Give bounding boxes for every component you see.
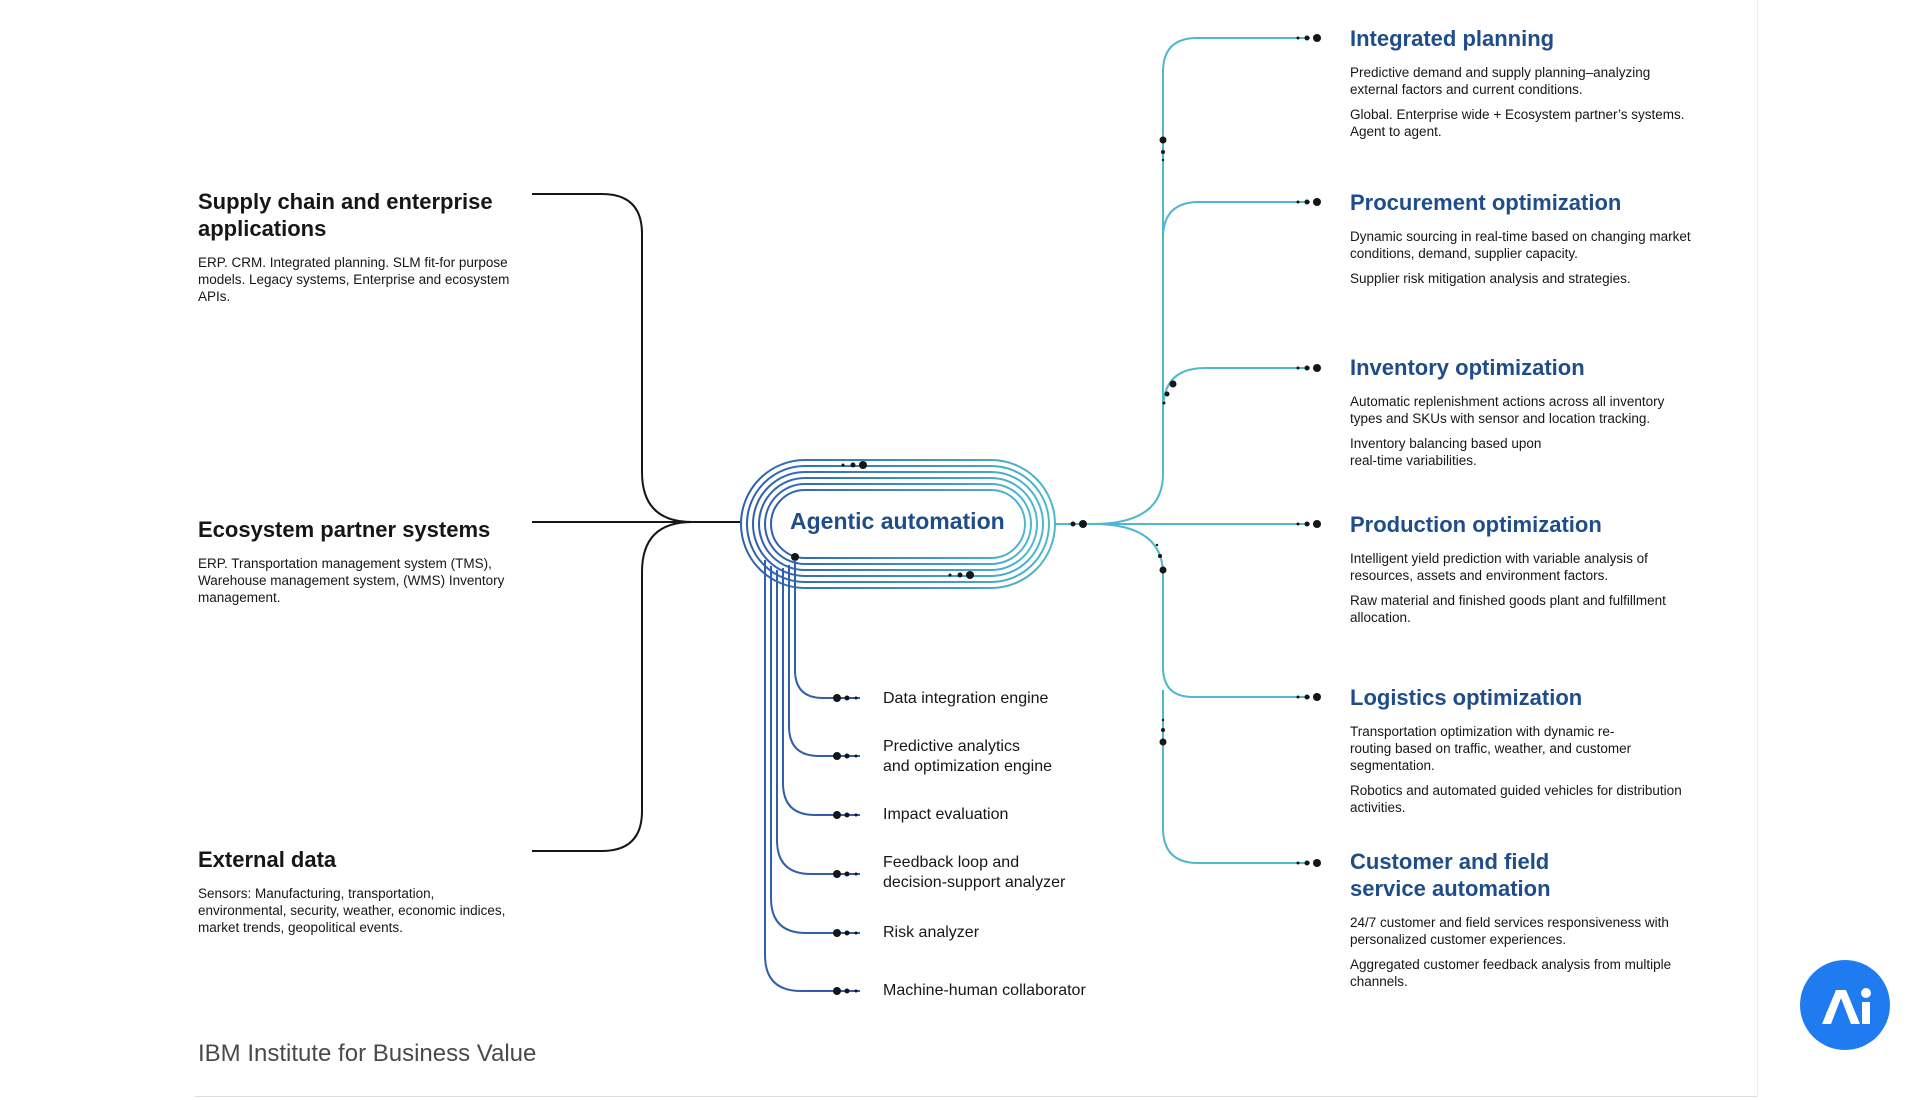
input-supply-chain: Supply chain and enterprise applications… — [198, 188, 518, 305]
output-paragraph: Aggregated customer feedback analysis fr… — [1350, 957, 1672, 989]
output-paragraph: Transportation optimization with dynamic… — [1350, 724, 1632, 773]
output-integrated-planning: Integrated planning Predictive demand an… — [1350, 25, 1695, 140]
output-paragraph: Raw material and finished goods plant an… — [1350, 593, 1666, 625]
component-connector-5 — [770, 566, 860, 934]
footer-source: IBM Institute for Business Value — [198, 1040, 537, 1067]
output-paragraph: Inventory balancing based upon real-time… — [1350, 436, 1542, 468]
output-title: Procurement optimization — [1350, 190, 1622, 215]
bottom-divider — [195, 1096, 1757, 1097]
component-connector-6 — [764, 560, 860, 992]
ring-dot — [957, 572, 963, 578]
output-title: Integrated planning — [1350, 26, 1555, 51]
agentic-automation-ring — [740, 459, 1056, 589]
input-connector-1 — [532, 193, 740, 523]
ring-dot — [859, 461, 867, 469]
component-connector-4 — [776, 570, 860, 875]
ring-dot — [791, 553, 799, 561]
input-external-data: External data Sensors: Manufacturing, tr… — [198, 846, 518, 936]
input-ecosystem-partner: Ecosystem partner systems ERP. Transport… — [198, 516, 518, 606]
output-paragraph: Global. Enterprise wide + Ecosystem part… — [1350, 107, 1685, 139]
input-description: ERP. Transportation management system (T… — [198, 556, 505, 605]
component-feedback-loop: Feedback loop and decision-support analy… — [883, 854, 1066, 891]
input-description: Sensors: Manufacturing, transportation, … — [198, 886, 506, 935]
output-paragraph: Dynamic sourcing in real-time based on c… — [1350, 229, 1691, 261]
output-connector-6 — [1162, 690, 1310, 864]
output-connector-1 — [1092, 37, 1310, 525]
output-title: Production optimization — [1350, 512, 1602, 537]
output-inventory: Inventory optimization Automatic repleni… — [1350, 354, 1695, 469]
component-predictive-analytics: Predictive analytics and optimization en… — [883, 738, 1053, 775]
output-title: Customer and field service automation — [1350, 849, 1551, 901]
output-customer-field-service: Customer and field service automation 24… — [1350, 848, 1695, 990]
output-paragraph: Supplier risk mitigation analysis and st… — [1350, 271, 1631, 286]
component-risk-analyzer: Risk analyzer — [883, 924, 980, 941]
ring-dot — [850, 462, 856, 468]
input-connector-3 — [532, 521, 693, 852]
input-title: Ecosystem partner systems — [198, 517, 491, 542]
output-logistics: Logistics optimization Transportation op… — [1350, 684, 1695, 816]
output-title: Logistics optimization — [1350, 685, 1583, 710]
output-connector-3 — [1162, 367, 1310, 411]
ring-dot — [966, 571, 974, 579]
component-connector-3 — [782, 568, 860, 816]
center-node-label: Agentic automation — [790, 508, 1005, 534]
component-machine-human: Machine-human collaborator — [883, 982, 1086, 999]
component-connector-1 — [794, 560, 860, 699]
output-paragraph: Predictive demand and supply planning–an… — [1350, 65, 1651, 97]
brand-logo-icon[interactable] — [1800, 960, 1890, 1050]
output-procurement: Procurement optimization Dynamic sourcin… — [1350, 189, 1695, 287]
input-title: External data — [198, 847, 337, 872]
output-title: Inventory optimization — [1350, 355, 1585, 380]
output-connector-5 — [1092, 523, 1310, 698]
ring-dot — [948, 573, 952, 577]
right-divider — [1757, 0, 1758, 1097]
output-paragraph: Intelligent yield prediction with variab… — [1350, 551, 1648, 583]
output-paragraph: Robotics and automated guided vehicles f… — [1350, 783, 1682, 815]
input-description: ERP. CRM. Integrated planning. SLM fit-f… — [198, 255, 510, 304]
ring-dot — [841, 463, 845, 467]
output-connector-2 — [1162, 201, 1310, 239]
component-data-integration: Data integration engine — [883, 690, 1049, 707]
input-title: Supply chain and enterprise applications — [198, 189, 493, 241]
component-connector-2 — [788, 565, 860, 757]
output-paragraph: Automatic replenishment actions across a… — [1350, 394, 1665, 426]
component-impact-evaluation: Impact evaluation — [883, 806, 1009, 823]
output-paragraph: 24/7 customer and field services respons… — [1350, 915, 1669, 947]
output-production: Production optimization Intelligent yiel… — [1350, 511, 1695, 626]
